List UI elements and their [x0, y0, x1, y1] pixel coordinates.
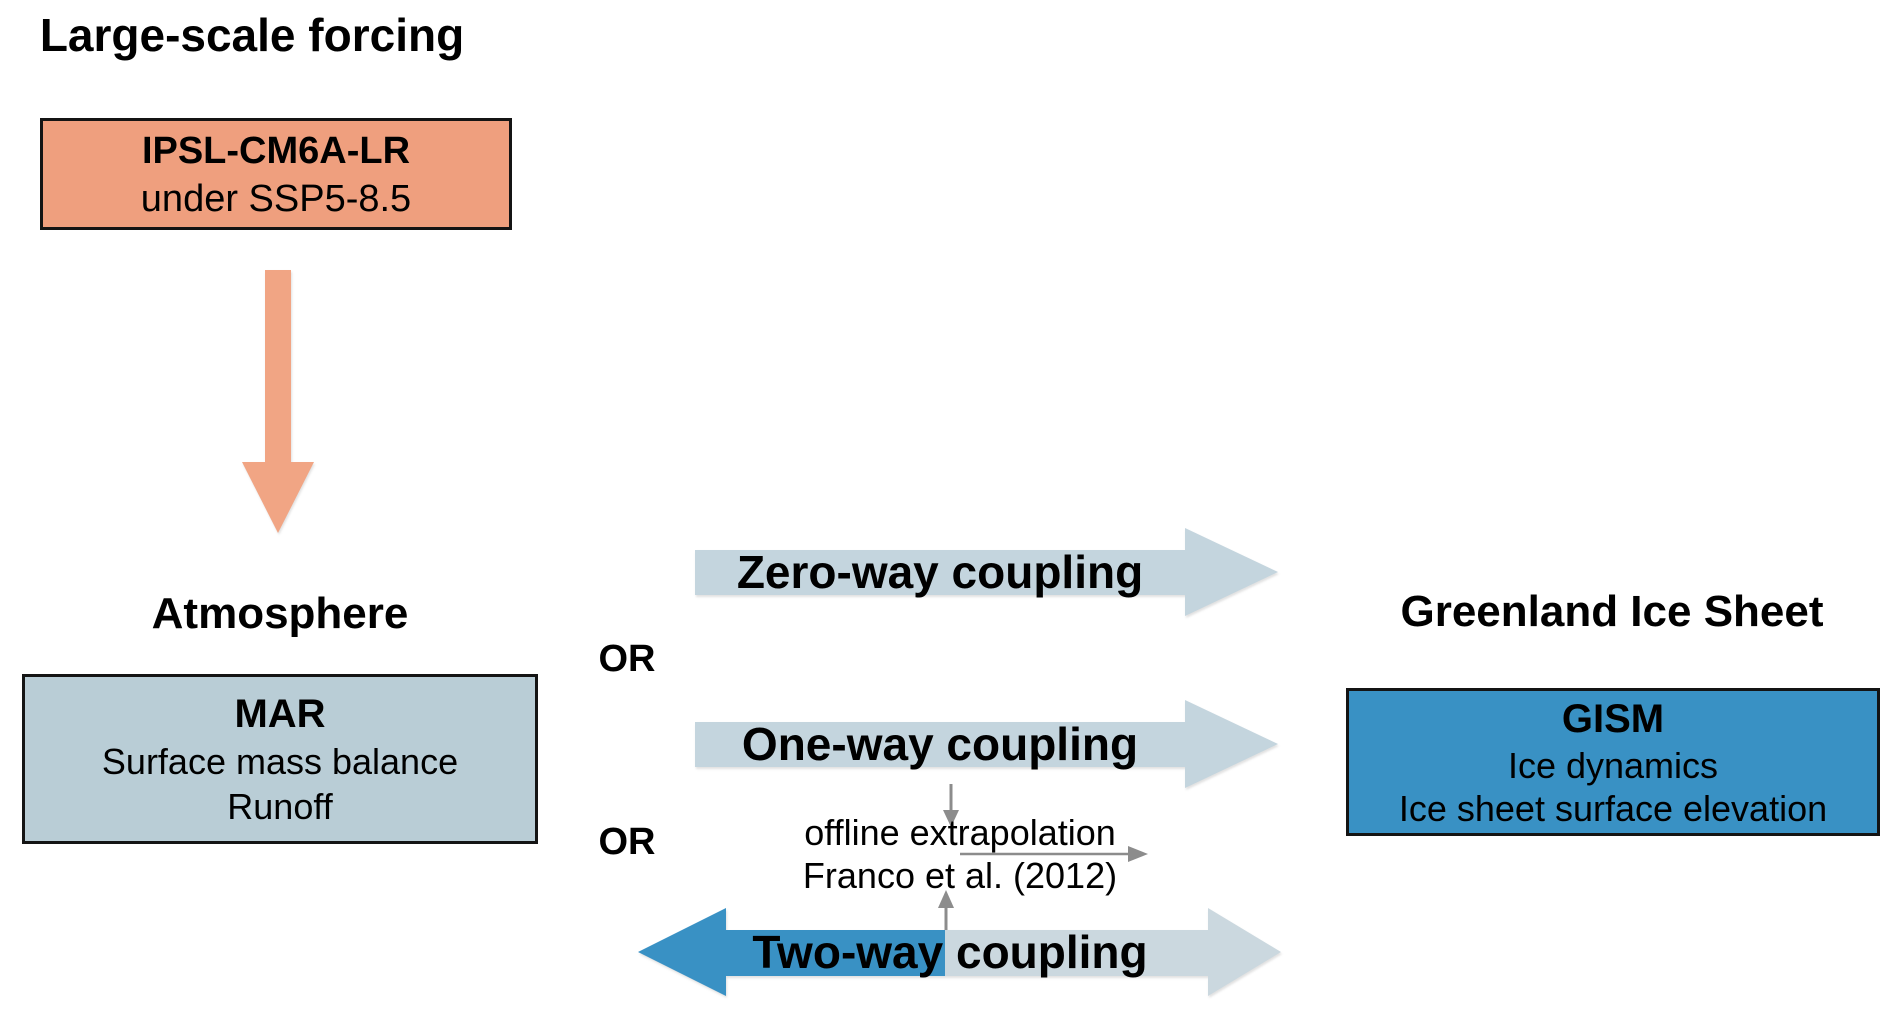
- atmosphere-title: Atmosphere: [151, 589, 409, 638]
- greenland-ice-sheet-title: Greenland Ice Sheet: [1400, 587, 1824, 636]
- mar-model-name: MAR: [234, 692, 326, 736]
- mar-box: MAR Surface mass balance Runoff: [22, 674, 538, 844]
- offline-extrapolation-line1: offline extrapolation: [804, 812, 1116, 853]
- one-way-coupling-arrow-shape: [695, 700, 1278, 788]
- ipsl-cm6a-lr-box: IPSL-CM6A-LR under SSP5-8.5: [40, 118, 512, 230]
- one-way-coupling-arrow: [695, 700, 1278, 788]
- two-way-coupling-arrow-left-half: [638, 908, 945, 996]
- forcing-down-arrow: [242, 270, 314, 533]
- forcing-down-arrow-shape: [242, 270, 314, 533]
- two-way-coupling-arrow: [638, 908, 1281, 996]
- offline-down-arrow-icon: [943, 784, 959, 827]
- offline-right-arrow-icon: [960, 846, 1148, 862]
- two-way-coupling-arrow-right-half: [945, 908, 1281, 996]
- ipsl-model-name: IPSL-CM6A-LR: [141, 130, 411, 172]
- large-scale-forcing-title: Large-scale forcing: [39, 9, 465, 61]
- mar-output-smb: Surface mass balance: [101, 741, 459, 782]
- offline-up-arrow-icon: [938, 890, 954, 931]
- zero-way-coupling-label: Zero-way coupling: [736, 546, 1144, 598]
- offline-extrapolation-line2: Franco et al. (2012): [802, 855, 1118, 896]
- mar-output-runoff: Runoff: [227, 786, 333, 827]
- zero-way-coupling-arrow-shape: [695, 528, 1278, 616]
- gism-model-name: GISM: [1561, 697, 1665, 741]
- or-separator-bottom: OR: [598, 821, 656, 863]
- gism-box: GISM Ice dynamics Ice sheet surface elev…: [1346, 688, 1880, 836]
- zero-way-coupling-arrow: [695, 528, 1278, 616]
- gism-output-surface-elevation: Ice sheet surface elevation: [1398, 788, 1828, 829]
- offline-extrapolation-note: offline extrapolation Franco et al. (201…: [710, 811, 1210, 897]
- or-separator-top: OR: [598, 638, 656, 680]
- one-way-coupling-label: One-way coupling: [741, 718, 1139, 770]
- two-way-coupling-label: Two-way coupling: [752, 926, 1148, 978]
- gism-output-ice-dynamics: Ice dynamics: [1507, 745, 1719, 786]
- ipsl-scenario: under SSP5-8.5: [140, 178, 412, 220]
